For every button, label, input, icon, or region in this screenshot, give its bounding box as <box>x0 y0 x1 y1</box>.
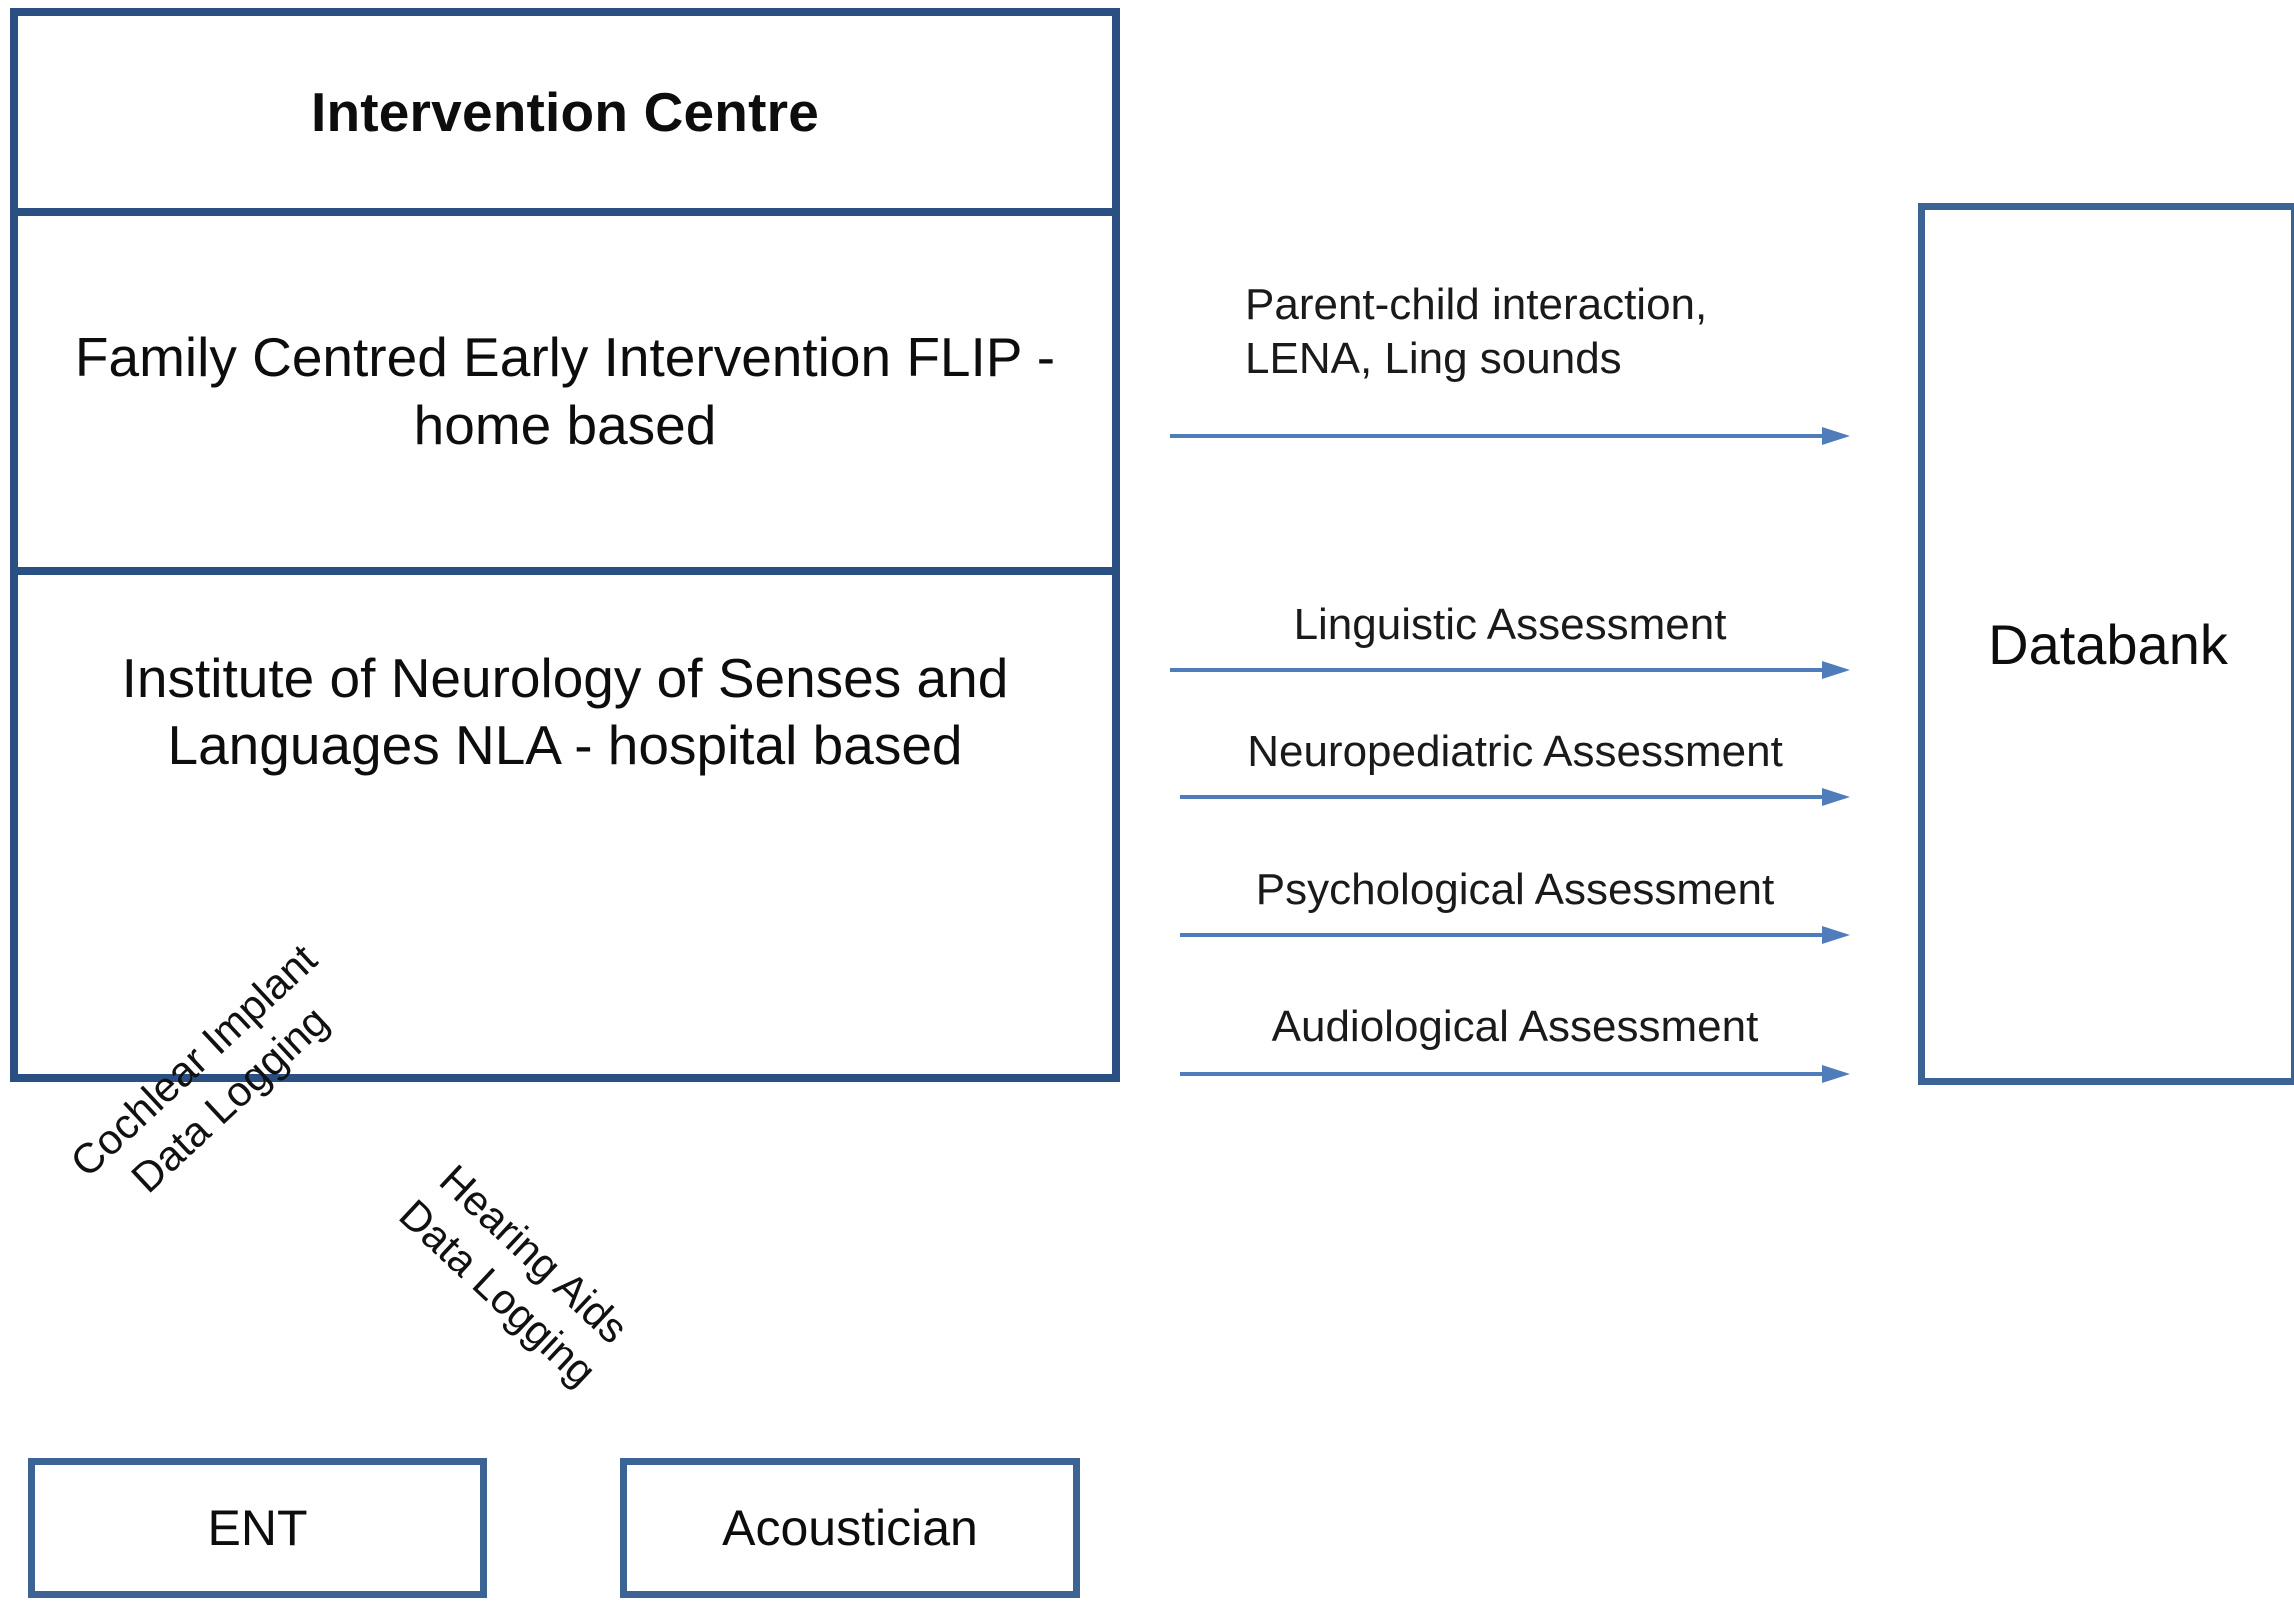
acoustician-label: Acoustician <box>722 1500 978 1556</box>
flow-label-parent-child: Parent-child interaction, LENA, Ling sou… <box>1245 280 1708 383</box>
flip-section-text: Family Centred Early Intervention FLIP -… <box>74 326 1056 456</box>
hearing-aids-data-logging-label: Hearing Aids Data Logging <box>390 1155 638 1395</box>
divider-middle <box>18 567 1112 575</box>
flow-label-psychological: Psychological Assessment <box>1255 865 1775 914</box>
divider-top <box>18 208 1112 216</box>
flow-arrow-audiological <box>1180 1063 1850 1085</box>
ent-box: ENT <box>28 1458 487 1598</box>
databank-box: Databank <box>1918 203 2294 1085</box>
nla-section: Institute of Neurology of Senses and Lan… <box>18 575 1112 1082</box>
flip-section: Family Centred Early Intervention FLIP -… <box>18 216 1112 567</box>
flow-arrow-linguistic <box>1170 659 1850 681</box>
flow-label-neuropediatric: Neuropediatric Assessment <box>1247 727 1783 776</box>
ent-label: ENT <box>207 1500 308 1556</box>
intervention-centre-box: Intervention Centre Family Centred Early… <box>10 8 1120 1082</box>
flow-label-audiological: Audiological Assessment <box>1271 1002 1759 1051</box>
flow-label-linguistic: Linguistic Assessment <box>1293 600 1727 649</box>
flow-arrow-parent-child <box>1170 425 1850 447</box>
databank-label: Databank <box>1988 612 2228 676</box>
flow-arrow-psychological <box>1180 924 1850 946</box>
acoustician-box: Acoustician <box>620 1458 1080 1598</box>
flow-arrow-neuropediatric <box>1180 786 1850 808</box>
intervention-centre-title: Intervention Centre <box>18 16 1112 208</box>
nla-section-text: Institute of Neurology of Senses and Lan… <box>121 647 1009 777</box>
intervention-centre-title-text: Intervention Centre <box>310 81 820 143</box>
